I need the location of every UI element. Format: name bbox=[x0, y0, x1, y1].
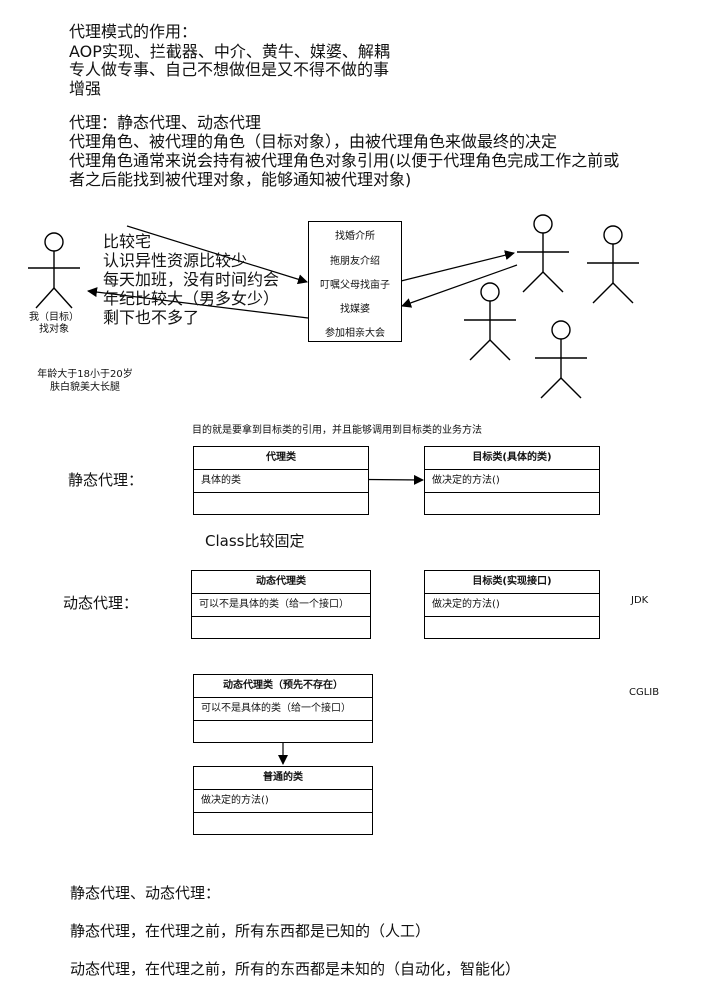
uml-cglib-proxy-attr: 可以不是具体的类（给一个接口） bbox=[194, 698, 372, 721]
me-label-1: 我（目标） bbox=[29, 312, 79, 323]
static-proxy-label: 静态代理： bbox=[68, 471, 144, 489]
uml-dynamic-proxy-ops bbox=[192, 617, 370, 638]
notes-line-6: 代理角色、被代理的角色（目标对象），由被代理角色来做最终的决定 bbox=[69, 132, 558, 151]
me-label-2: 找对象 bbox=[39, 324, 69, 335]
notes-line-3: 专人做专事、自己不想做但是又不得不做的事 bbox=[69, 60, 390, 79]
purpose-note: 目的就是要拿到目标类的引用，并且能够调用到目标类的业务方法 bbox=[192, 425, 482, 436]
proxy-channel-3: 叮嘱父母找亩子 bbox=[320, 280, 390, 291]
proxy-channel-4: 找媒婆 bbox=[340, 304, 370, 315]
uml-proxy-class-title: 代理类 bbox=[194, 447, 368, 470]
uml-proxy-class-attr: 具体的类 bbox=[194, 470, 368, 493]
person-candidate-2-icon bbox=[587, 225, 639, 304]
uml-cglib-proxy-class: 动态代理类（预先不存在） 可以不是具体的类（给一个接口） bbox=[193, 674, 373, 743]
uml-interface-target-class: 目标类(实现接口) 做决定的方法() bbox=[424, 570, 600, 639]
uml-interface-target-title: 目标类(实现接口) bbox=[425, 571, 599, 594]
person-candidate-1-icon bbox=[517, 214, 569, 293]
notes-line-2: AOP实现、拦截器、中介、黄牛、媒婆、解耦 bbox=[69, 42, 390, 61]
requirement-note-2: 肤白貌美大长腿 bbox=[50, 382, 120, 393]
uml-proxy-class-ops bbox=[194, 493, 368, 514]
notes-line-5: 代理：静态代理、动态代理 bbox=[69, 113, 262, 132]
notes-line-1: 代理模式的作用： bbox=[69, 22, 198, 41]
notes-line-8: 者之后能找到被代理对象，能够通知被代理对象) bbox=[69, 170, 412, 189]
arrow-proxy-to-candidates bbox=[400, 250, 515, 282]
uml-interface-target-attr: 做决定的方法() bbox=[425, 594, 599, 617]
bottom-note-2: 静态代理，在代理之前，所有东西都是已知的（人工） bbox=[70, 922, 431, 940]
requirement-note-1: 年龄大于18小于20岁 bbox=[37, 369, 133, 380]
notes-line-7: 代理角色通常来说会持有被代理角色对象引用(以便于代理角色完成工作之前或 bbox=[69, 151, 620, 170]
uml-normal-class-ops bbox=[194, 813, 372, 834]
uml-target-class-attr: 做决定的方法() bbox=[425, 470, 599, 493]
reason-5: 剩下也不多了 bbox=[103, 308, 200, 327]
uml-normal-class-attr: 做决定的方法() bbox=[194, 790, 372, 813]
bottom-note-1: 静态代理、动态代理： bbox=[70, 884, 221, 902]
bottom-note-3: 动态代理，在代理之前，所有的东西都是未知的（自动化，智能化） bbox=[70, 960, 521, 978]
proxy-channel-2: 拖朋友介绍 bbox=[330, 256, 380, 267]
reason-1: 比较宅 bbox=[103, 232, 152, 251]
uml-dynamic-proxy-title: 动态代理类 bbox=[192, 571, 370, 594]
arrow-me-to-proxy bbox=[126, 225, 308, 285]
uml-normal-class: 普通的类 做决定的方法() bbox=[193, 766, 373, 835]
uml-dynamic-proxy-attr: 可以不是具体的类（给一个接口） bbox=[192, 594, 370, 617]
reason-4: 年纪比较大（男多女少） bbox=[103, 289, 280, 308]
jdk-label: JDK bbox=[631, 595, 649, 606]
uml-normal-class-title: 普通的类 bbox=[194, 767, 372, 790]
uml-cglib-proxy-ops bbox=[194, 721, 372, 742]
uml-target-class-title: 目标类(具体的类) bbox=[425, 447, 599, 470]
uml-proxy-class: 代理类 具体的类 bbox=[193, 446, 369, 515]
cglib-label: CGLIB bbox=[629, 687, 660, 698]
uml-dynamic-proxy-class: 动态代理类 可以不是具体的类（给一个接口） bbox=[191, 570, 371, 639]
uml-interface-target-ops bbox=[425, 617, 599, 638]
arrow-proxy-to-me bbox=[87, 287, 309, 319]
static-class-note: Class比较固定 bbox=[205, 532, 305, 550]
person-candidate-3-icon bbox=[464, 282, 516, 361]
reason-3: 每天加班，没有时间约会 bbox=[103, 270, 280, 289]
uml-target-class-ops bbox=[425, 493, 599, 514]
person-me-icon bbox=[28, 232, 80, 309]
proxy-channel-1: 找婚介所 bbox=[335, 231, 375, 242]
arrow-candidates-to-proxy bbox=[401, 264, 518, 308]
notes-line-4: 增强 bbox=[69, 79, 102, 98]
uml-target-class: 目标类(具体的类) 做决定的方法() bbox=[424, 446, 600, 515]
proxy-channel-5: 参加相亲大会 bbox=[325, 328, 385, 339]
reason-2: 认识异性资源比较少 bbox=[103, 251, 248, 270]
uml-cglib-proxy-title: 动态代理类（预先不存在） bbox=[194, 675, 372, 698]
proxy-channels-box: 找婚介所 拖朋友介绍 叮嘱父母找亩子 找媒婆 参加相亲大会 bbox=[308, 221, 402, 342]
dynamic-proxy-label: 动态代理： bbox=[63, 594, 139, 612]
person-candidate-4-icon bbox=[535, 320, 587, 399]
